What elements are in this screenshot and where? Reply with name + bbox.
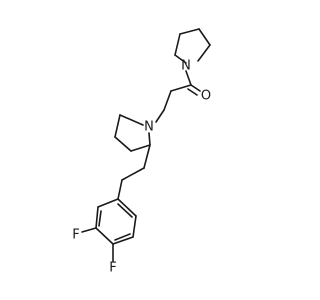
bond bbox=[174, 33, 181, 56]
bond bbox=[174, 54, 187, 64]
bond bbox=[163, 90, 172, 111]
bond bbox=[198, 28, 211, 46]
aromatic-double-bond bbox=[117, 203, 133, 218]
bond bbox=[185, 70, 192, 86]
ethyl-linker bbox=[117, 144, 151, 200]
bond bbox=[132, 215, 137, 238]
bond bbox=[130, 144, 151, 152]
bond bbox=[81, 227, 97, 233]
propanoyl-chain bbox=[155, 70, 201, 123]
piperidine-ring bbox=[114, 114, 151, 152]
aromatic-double-bond bbox=[98, 210, 102, 227]
bond bbox=[121, 167, 145, 181]
atom-label-nitrogen-piperidine: N bbox=[144, 120, 154, 135]
bond bbox=[95, 227, 114, 245]
bond bbox=[119, 114, 144, 126]
atom-label-fluorine-meta: F bbox=[72, 228, 79, 243]
aromatic-double-bond bbox=[114, 233, 131, 241]
bond bbox=[143, 144, 151, 169]
bond bbox=[179, 28, 200, 35]
bond bbox=[112, 236, 134, 245]
bond bbox=[170, 84, 192, 92]
atom-label-nitrogen-pyrrolidine: N bbox=[181, 59, 191, 74]
pyrrolidine-ring bbox=[174, 28, 211, 64]
bond bbox=[117, 198, 137, 217]
bond bbox=[97, 198, 119, 208]
carbonyl-bond bbox=[190, 84, 201, 92]
bond bbox=[117, 179, 123, 200]
atom-label-oxygen: O bbox=[201, 89, 211, 104]
carbonyl-bond bbox=[187, 88, 198, 96]
atom-label-fluorine-para: F bbox=[109, 261, 116, 276]
molecule-structure: N O N F F bbox=[72, 28, 211, 276]
bond bbox=[197, 44, 211, 62]
difluorophenyl-ring bbox=[81, 198, 137, 262]
bond bbox=[114, 114, 121, 138]
bond bbox=[155, 109, 165, 123]
bond bbox=[95, 206, 99, 229]
atom-labels: N O N F F bbox=[72, 59, 211, 276]
bond bbox=[114, 136, 132, 152]
bond bbox=[148, 132, 151, 146]
